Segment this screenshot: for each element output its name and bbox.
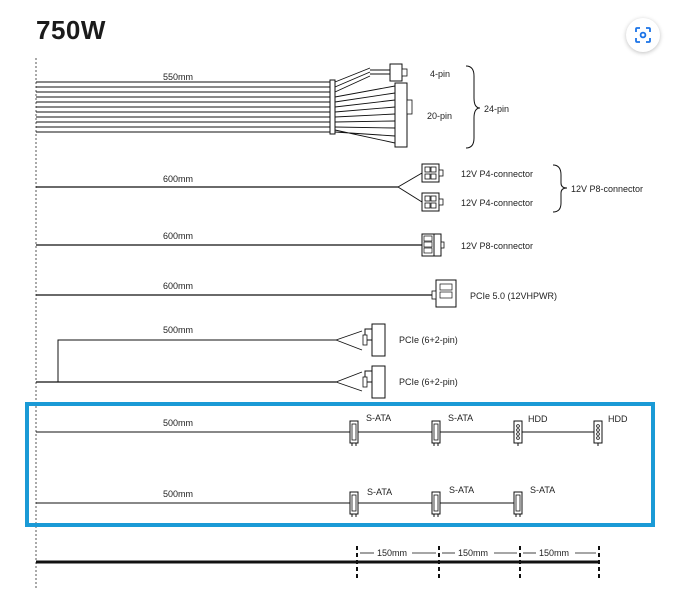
page-title: 750W	[36, 15, 106, 45]
sata1-connector-2	[431, 420, 441, 447]
cpu-p4-connector-2	[421, 192, 444, 212]
atx-sleeve	[329, 79, 336, 135]
atx-4pin-label: 4-pin	[430, 69, 450, 79]
sata2-length-label: 500mm	[163, 489, 193, 499]
eps-cable: 600mm 12V P8-connector	[36, 231, 533, 257]
sata-highlight-box	[25, 402, 655, 527]
eps-p8-label: 12V P8-connector	[461, 241, 533, 251]
cpu-cable: 600mm 12V P4-connector 12V P4-connector …	[36, 163, 643, 213]
sata1-length-label: 500mm	[163, 418, 193, 428]
sata1-label-2: S-ATA	[448, 413, 473, 423]
sata-cable-1: 500mm S-ATA S-ATA HDD HDD	[36, 413, 628, 447]
pcie5-cable: 600mm PCIe 5.0 (12VHPWR)	[36, 279, 557, 308]
pcie5-label: PCIe 5.0 (12VHPWR)	[470, 291, 557, 301]
scale-label-3: 150mm	[539, 548, 569, 558]
sata2-connector-1	[349, 491, 359, 518]
lens-scan-icon	[635, 27, 651, 43]
sata-cable-2: 500mm S-ATA S-ATA S-ATA	[36, 485, 555, 518]
eps-p8-connector	[421, 233, 445, 257]
cpu-p4-label-2: 12V P4-connector	[461, 198, 533, 208]
sata1-hdd-connector-2	[593, 420, 603, 447]
pcie-label-1: PCIe (6+2-pin)	[399, 335, 458, 345]
atx-cable: 550mm 4-pin 20-pin 24-pin	[36, 63, 509, 149]
scale-bar: 150mm 150mm 150mm	[36, 546, 600, 580]
atx-24pin-label: 24-pin	[484, 104, 509, 114]
scale-label-2: 150mm	[458, 548, 488, 558]
pcie-connector-1	[362, 323, 386, 357]
sata1-label-1: S-ATA	[366, 413, 391, 423]
sata2-label-1: S-ATA	[367, 487, 392, 497]
cpu-p4-label-1: 12V P4-connector	[461, 169, 533, 179]
pcie-length-label: 500mm	[163, 325, 193, 335]
sata2-connector-2	[431, 491, 441, 518]
cpu-brace	[552, 164, 568, 213]
cpu-length-label: 600mm	[163, 174, 193, 184]
sata2-connector-3	[513, 491, 523, 518]
pcie5-length-label: 600mm	[163, 281, 193, 291]
scale-label-1: 150mm	[377, 548, 407, 558]
pcie-connector-2	[362, 365, 386, 399]
lens-scan-button[interactable]	[626, 18, 660, 52]
sata1-hdd-connector-1	[513, 420, 523, 447]
sata2-label-2: S-ATA	[449, 485, 474, 495]
sata1-label-3: HDD	[528, 414, 548, 424]
sata2-label-3: S-ATA	[530, 485, 555, 495]
sata1-connector-1	[349, 420, 359, 447]
eps-length-label: 600mm	[163, 231, 193, 241]
atx-20pin-connector	[394, 82, 408, 148]
sata1-label-4: HDD	[608, 414, 628, 424]
atx-4pin-connector	[389, 63, 403, 82]
pcie-label-2: PCIe (6+2-pin)	[399, 377, 458, 387]
atx-20pin-label: 20-pin	[427, 111, 452, 121]
cpu-p4-connector-1	[421, 163, 444, 183]
pcie-cable: 500mm PCIe (6+2-pin) PCIe (6+2-pin)	[36, 323, 458, 399]
cpu-p8-group-label: 12V P8-connector	[571, 184, 643, 194]
atx-length-label: 550mm	[163, 72, 193, 82]
atx-brace	[465, 65, 481, 149]
